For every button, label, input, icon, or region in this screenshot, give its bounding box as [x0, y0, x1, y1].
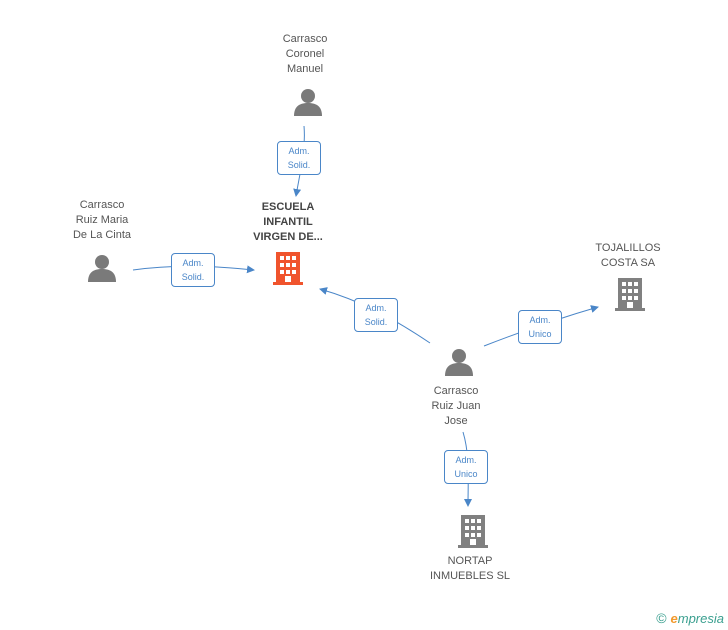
label-line: TOJALILLOS	[595, 242, 661, 254]
logo-text: mpresia	[677, 611, 724, 626]
node-label-tojalillos[interactable]: TOJALILLOS COSTA SA	[578, 241, 678, 271]
copyright-icon: ©	[656, 610, 667, 626]
edge-badge-coronel-escuela[interactable]: Adm. Solid.	[277, 141, 321, 175]
badge-line: Adm.	[365, 303, 387, 313]
label-line: Ruiz Maria	[75, 214, 129, 226]
person-icon[interactable]	[445, 349, 473, 376]
node-label-carrasco-coronel[interactable]: Carrasco Coronel Manuel	[255, 32, 355, 77]
label-line: Carrasco	[433, 385, 479, 397]
label-line: INFANTIL	[263, 216, 313, 228]
node-label-carrasco-ruiz-maria[interactable]: Carrasco Ruiz Maria De La Cinta	[52, 198, 152, 243]
node-label-nortap[interactable]: NORTAP INMUEBLES SL	[420, 554, 520, 584]
label-line: NORTAP	[447, 555, 493, 567]
edge-badge-juan-nortap[interactable]: Adm. Unico	[444, 450, 488, 484]
edge-badge-juan-escuela[interactable]: Adm. Solid.	[354, 298, 398, 332]
label-line: Coronel	[285, 48, 325, 60]
logo-initial: e	[670, 611, 678, 626]
label-line: VIRGEN DE...	[253, 231, 323, 243]
badge-line: Adm.	[529, 315, 551, 325]
badge-line: Unico	[528, 329, 552, 339]
building-icon[interactable]	[615, 278, 645, 311]
node-label-escuela[interactable]: ESCUELA INFANTIL VIRGEN DE...	[238, 200, 338, 245]
node-label-carrasco-ruiz-juan[interactable]: Carrasco Ruiz Juan Jose	[406, 384, 506, 429]
person-icon[interactable]	[88, 255, 116, 282]
badge-line: Solid.	[287, 160, 311, 170]
building-icon[interactable]	[458, 515, 488, 548]
building-icon[interactable]	[273, 252, 303, 285]
edge-badge-maria-escuela[interactable]: Adm. Solid.	[171, 253, 215, 287]
label-line: Jose	[444, 415, 468, 427]
label-line: Ruiz Juan	[431, 400, 481, 412]
label-line: Manuel	[286, 63, 324, 75]
label-line: Carrasco	[282, 33, 328, 45]
badge-line: Adm.	[288, 146, 310, 156]
label-line: COSTA SA	[600, 257, 656, 269]
badge-line: Solid.	[364, 317, 388, 327]
badge-line: Solid.	[181, 272, 205, 282]
label-line: De La Cinta	[72, 229, 132, 241]
badge-line: Adm.	[182, 258, 204, 268]
label-line: ESCUELA	[261, 201, 315, 213]
edge-badge-juan-tojalillos[interactable]: Adm. Unico	[518, 310, 562, 344]
label-line: Carrasco	[79, 199, 125, 211]
person-icon[interactable]	[294, 89, 322, 116]
badge-line: Adm.	[455, 455, 477, 465]
badge-line: Unico	[454, 469, 478, 479]
label-line: INMUEBLES SL	[429, 570, 511, 582]
empresia-logo: ©empresia	[656, 610, 724, 626]
